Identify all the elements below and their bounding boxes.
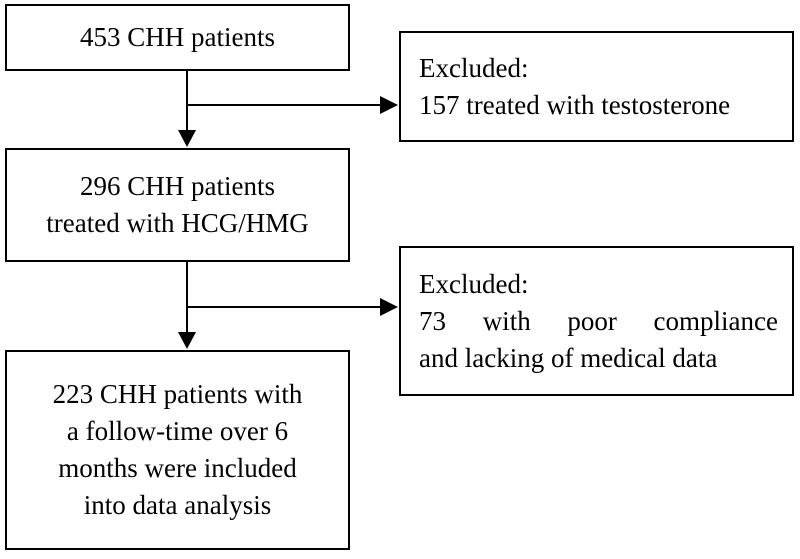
box-exclusion-testosterone-line-1: 157 treated with testosterone: [419, 89, 731, 120]
box-exclusion-compliance-heading: Excluded:: [419, 268, 529, 299]
box-exclusion-testosterone: Excluded: 157 treated with testosterone: [399, 31, 794, 142]
arrowhead-to-exclusion-1: [380, 96, 398, 114]
box-exclusion-compliance-line-1: 73 with poor compliance: [419, 305, 778, 336]
arrowhead-to-exclusion-2: [380, 298, 398, 316]
box-exclusion-compliance: Excluded: 73 with poor compliance and la…: [399, 246, 794, 396]
box-final-patients-line-2: a follow-time over 6: [66, 416, 289, 446]
box-initial-patients-line-1: 453 CHH patients: [80, 22, 275, 52]
box-final-patients-line-1: 223 CHH patients with: [52, 379, 303, 409]
box-treated-patients-line-2: treated with HCG/HMG: [46, 208, 309, 238]
box-exclusion-testosterone-heading: Excluded:: [419, 52, 529, 83]
arrowhead-to-treated: [178, 130, 196, 147]
arrowhead-to-final: [178, 332, 196, 349]
box-treated-patients-line-1: 296 CHH patients: [80, 171, 275, 201]
box-final-patients-line-4: into data analysis: [83, 490, 272, 520]
box-final-patients: 223 CHH patients with a follow-time over…: [5, 350, 350, 550]
box-exclusion-compliance-line-2: and lacking of medical data: [419, 342, 718, 373]
box-treated-patients: 296 CHH patients treated with HCG/HMG: [5, 148, 350, 262]
box-final-patients-line-3: months were included: [58, 453, 297, 483]
box-initial-patients: 453 CHH patients: [5, 4, 350, 71]
